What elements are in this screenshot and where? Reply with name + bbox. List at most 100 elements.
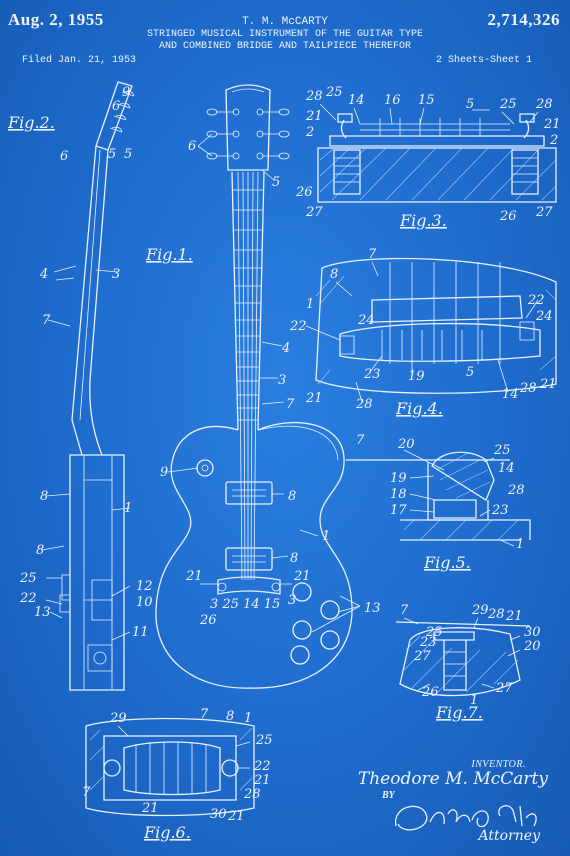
svg-text:14: 14	[498, 461, 515, 476]
svg-text:25: 25	[325, 85, 343, 100]
fig6-tailpiece-top	[86, 719, 254, 816]
svg-text:21: 21	[293, 569, 311, 584]
svg-text:4: 4	[281, 341, 290, 356]
svg-text:25: 25	[493, 443, 511, 458]
svg-text:24: 24	[357, 313, 375, 328]
svg-text:20: 20	[523, 639, 541, 654]
fig3-label: Fig.3.	[399, 211, 447, 230]
svg-text:3: 3	[112, 267, 120, 282]
by-label: BY	[382, 790, 395, 801]
svg-text:25: 25	[19, 571, 37, 586]
reference-numerals: 9 6 6 5 5 4 3 7 8 1 8 25 12 22 10 13 11 …	[19, 85, 561, 824]
fig5-label: Fig.5.	[423, 553, 471, 572]
fig4-bridge-top	[316, 259, 556, 394]
svg-text:11: 11	[132, 625, 149, 640]
inventor-name: Theodore M. McCarty	[357, 769, 548, 789]
svg-text:18: 18	[390, 487, 407, 502]
svg-text:8: 8	[290, 551, 298, 566]
svg-text:19: 19	[408, 369, 425, 384]
sheet-count: 2 Sheets-Sheet 1	[435, 55, 532, 66]
svg-text:25: 25	[255, 733, 273, 748]
svg-text:9: 9	[160, 465, 168, 480]
svg-text:8: 8	[226, 709, 234, 724]
svg-text:12: 12	[136, 579, 153, 594]
inventor-label: INVENTOR.	[471, 759, 526, 770]
svg-text:28: 28	[487, 607, 505, 622]
svg-text:7: 7	[82, 785, 91, 800]
svg-text:20: 20	[397, 437, 415, 452]
svg-text:28: 28	[507, 483, 525, 498]
svg-text:8: 8	[36, 543, 44, 558]
patent-date: Aug. 2, 1955	[8, 10, 104, 29]
filed-date: Filed Jan. 21, 1953	[22, 55, 137, 66]
svg-text:6: 6	[188, 139, 196, 154]
svg-text:1: 1	[244, 711, 252, 726]
fig1-front-view	[156, 85, 352, 688]
svg-text:21: 21	[543, 117, 561, 132]
svg-text:21: 21	[141, 801, 159, 816]
svg-text:7: 7	[42, 313, 51, 328]
svg-text:4: 4	[39, 267, 48, 282]
svg-text:22: 22	[289, 319, 307, 334]
svg-text:3: 3	[278, 373, 286, 388]
svg-text:5: 5	[108, 147, 116, 162]
svg-text:30: 30	[524, 625, 541, 640]
fig3-bridge-section	[318, 114, 556, 202]
attorney-label: Attorney	[478, 828, 540, 844]
svg-text:7: 7	[200, 707, 209, 722]
svg-text:2: 2	[305, 125, 314, 140]
svg-text:13: 13	[364, 601, 381, 616]
fig1-label: Fig.1.	[145, 245, 193, 264]
svg-text:22: 22	[253, 759, 271, 774]
fig6-label: Fig.6.	[143, 823, 191, 842]
svg-text:5: 5	[466, 365, 474, 380]
svg-text:28: 28	[355, 397, 373, 412]
svg-text:26: 26	[499, 209, 517, 224]
svg-text:1: 1	[470, 693, 478, 708]
svg-text:5: 5	[272, 175, 280, 190]
svg-text:19: 19	[390, 471, 407, 486]
svg-text:5: 5	[124, 147, 132, 162]
inventor-header: T. M. McCARTY	[242, 16, 328, 28]
fig7-section	[396, 622, 530, 696]
fig7-label: Fig.7.	[435, 703, 483, 722]
patent-title-line-1: STRINGED MUSICAL INSTRUMENT OF THE GUITA…	[146, 29, 424, 40]
svg-text:23: 23	[491, 503, 509, 518]
svg-text:3: 3	[288, 593, 296, 608]
svg-text:29: 29	[471, 603, 489, 618]
svg-text:27: 27	[495, 681, 513, 696]
svg-text:21: 21	[305, 391, 323, 406]
svg-text:15: 15	[418, 93, 435, 108]
svg-text:21: 21	[539, 377, 557, 392]
svg-text:22: 22	[19, 591, 37, 606]
svg-text:2: 2	[549, 133, 558, 148]
svg-text:27: 27	[413, 649, 431, 664]
svg-text:26: 26	[199, 613, 217, 628]
svg-text:26: 26	[421, 685, 439, 700]
svg-text:25: 25	[425, 625, 443, 640]
svg-text:7: 7	[368, 247, 377, 262]
fig2-label: Fig.2.	[7, 113, 55, 132]
svg-text:29: 29	[109, 711, 127, 726]
svg-text:28: 28	[243, 787, 261, 802]
svg-text:17: 17	[390, 503, 407, 518]
svg-text:13: 13	[34, 605, 51, 620]
svg-text:21: 21	[227, 809, 245, 824]
svg-text:14: 14	[348, 93, 365, 108]
svg-text:1: 1	[516, 537, 524, 552]
svg-text:21: 21	[505, 609, 523, 624]
fig2-side-view	[60, 82, 134, 690]
svg-text:28: 28	[305, 89, 323, 104]
svg-text:1: 1	[322, 529, 330, 544]
svg-text:8: 8	[40, 489, 48, 504]
patent-number: 2,714,326	[487, 10, 560, 29]
svg-text:8: 8	[330, 267, 338, 282]
svg-text:27: 27	[305, 205, 323, 220]
svg-text:7: 7	[400, 603, 409, 618]
svg-text:7: 7	[356, 433, 365, 448]
svg-text:27: 27	[535, 205, 553, 220]
svg-text:6: 6	[60, 149, 68, 164]
patent-title-line-2: AND COMBINED BRIDGE AND TAILPIECE THEREF…	[158, 41, 412, 52]
